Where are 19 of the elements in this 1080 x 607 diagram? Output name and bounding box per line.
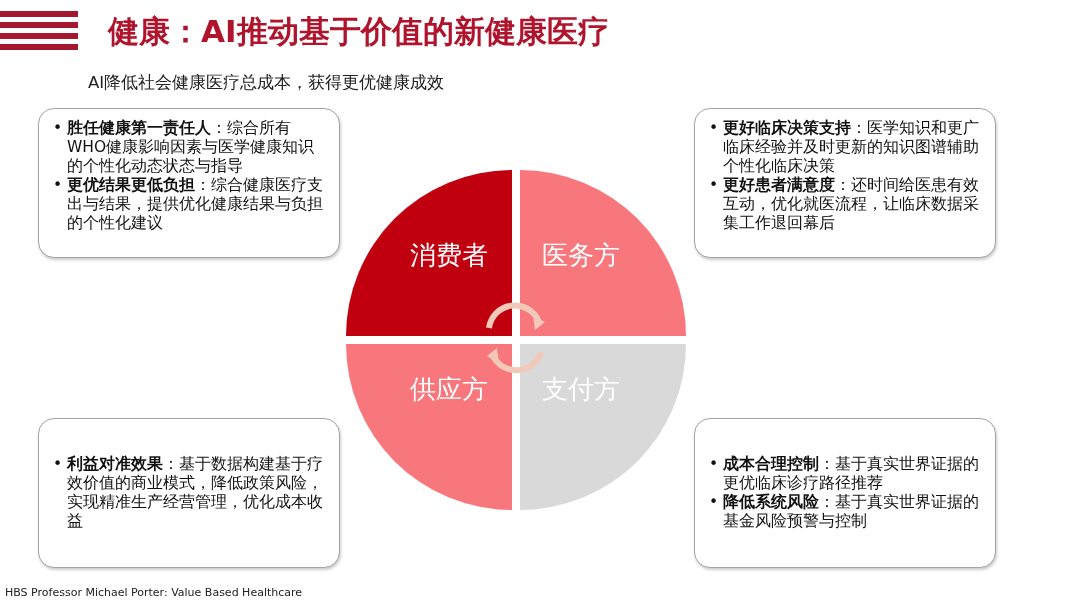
segment-label: 供应方	[410, 373, 488, 406]
segment-label: 消费者	[410, 239, 488, 272]
quarter-circle-segment	[346, 170, 512, 336]
rounded-text-panel	[38, 418, 340, 568]
segment-label: 医务方	[542, 239, 620, 272]
source-note: HBS Professor Michael Porter: Value Based Healthcare	[5, 586, 303, 599]
subtitle-text: AI降低社会健康医疗总成本，获得更优健康成效	[88, 72, 445, 94]
quarter-circle-segment	[346, 344, 512, 510]
bullet-text: • 更好患者满意度：还时间给医患有效互动，优化就医流程，让临床数据采集工作退回幕后	[709, 176, 981, 233]
bullet-text: • 胜任健康第一责任人：综合所有WHO健康影响因素与医学健康知识的个性化动态状态与指导	[53, 119, 316, 176]
bullet-text: • 成本合理控制：基于真实世界证据的更优临床诊疗路径推荐	[709, 455, 981, 493]
bullet-text: • 利益对准效果：基于数据构建基于疗效价值的商业模式，降低政策风险，实现精准生产经营管理，优化成本收益	[53, 455, 325, 531]
rounded-text-panel	[694, 108, 996, 258]
rounded-text-panel	[38, 108, 340, 258]
slide-title: 健康：AI推动基于价值的新健康医疗	[108, 12, 609, 51]
rounded-text-panel	[694, 418, 996, 568]
bullet-text: • 降低系统风险：基于真实世界证据的基金风险预警与控制	[709, 493, 981, 531]
bullet-text: • 更好临床决策支持：医学知识和更广临床经验并及时更新的知识图谱辅助个性化临床决策	[709, 119, 981, 176]
bullet-text: • 更优结果更低负担：综合健康医疗支出与结果，提供优化健康结果与负担的个性化建议	[53, 176, 325, 233]
